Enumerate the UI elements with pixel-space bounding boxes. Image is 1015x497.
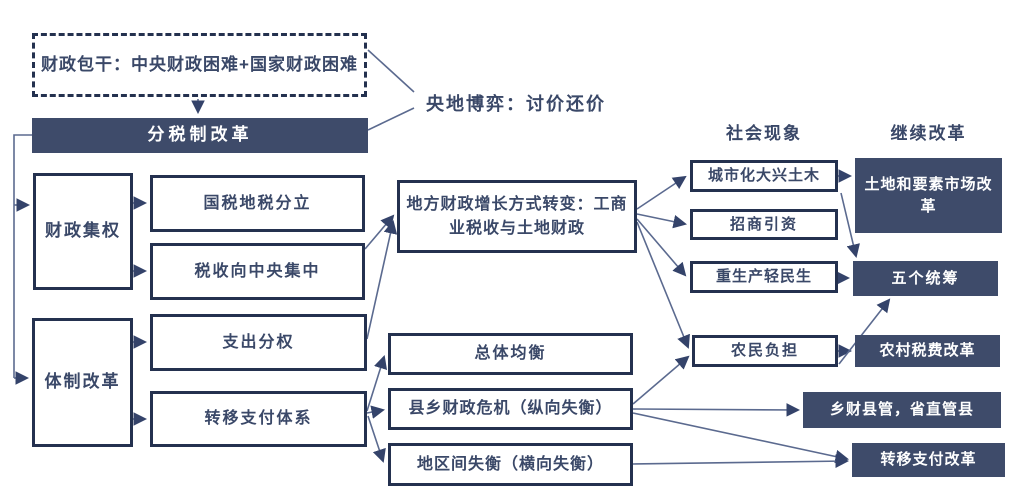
arrow-farmer-to-five (838, 298, 891, 365)
arrow-regional-to-transfer-reform (632, 454, 850, 468)
node-tax-to-central: 税收向中央集中 (150, 243, 365, 300)
node-transfer-payment-reform: 转移支付改革 (852, 443, 1005, 477)
left-trunk-line (13, 134, 32, 378)
node-land-factor-market-reform: 土地和要素市场改革 (855, 158, 1002, 233)
header-social-phenomena: 社会现象 (726, 124, 802, 143)
arrow-center-to-production (636, 218, 687, 277)
arrow-expenditure-to-center (366, 220, 398, 340)
arrow-transfer-to-county (366, 405, 386, 419)
bargaining-note: 央地博弈：讨价还价 (426, 94, 606, 114)
arrow-center-to-urbanization (636, 175, 687, 210)
node-fiscal-centralization: 财政集权 (33, 173, 133, 290)
node-national-local-tax-split: 国税地税分立 (150, 175, 365, 232)
node-local-fiscal-growth-shift: 地方财政增长方式转变：工商业税收与土地财政 (397, 180, 637, 253)
node-county-fiscal-crisis: 县乡财政危机（纵向失衡） (388, 388, 633, 430)
arrow-transfer-to-overall (366, 355, 388, 412)
node-transfer-payment-system: 转移支付体系 (150, 391, 367, 447)
node-farmer-burden: 农民负担 (692, 335, 838, 367)
header-continued-reform: 继续改革 (890, 124, 967, 143)
node-urbanization: 城市化大兴土木 (690, 160, 838, 192)
node-fiscal-contracting: 财政包干：中央财政困难+国家财政困难 (32, 33, 367, 97)
arrow-center-to-farmer (636, 221, 690, 349)
node-production-over-livelihood: 重生产轻民生 (690, 261, 838, 293)
arrow-center-to-investment (636, 213, 687, 229)
node-regional-imbalance: 地区间失衡（横向失衡） (388, 443, 633, 486)
node-overall-balance: 总体均衡 (388, 333, 633, 375)
node-investment-attraction: 招商引资 (690, 209, 838, 240)
arrow-county-to-transfer-reform (632, 412, 849, 464)
node-five-coordinations: 五个统筹 (853, 261, 998, 296)
node-system-reform: 体制改革 (32, 318, 133, 447)
node-tax-sharing-reform: 分税制改革 (32, 118, 368, 153)
node-township-finance-management: 乡财县管，省直管县 (803, 392, 1001, 428)
node-expenditure-decentralization: 支出分权 (150, 314, 367, 371)
arrow-transfer-to-regional (367, 415, 386, 463)
note-line-top (367, 49, 415, 93)
arrow-county-to-township (632, 403, 801, 417)
arrow-county-to-farmer (632, 355, 690, 405)
arrow-urbanization-to-five (840, 192, 860, 258)
node-rural-tax-fee-reform: 农村税费改革 (855, 335, 1000, 367)
note-line-bottom (367, 107, 415, 131)
